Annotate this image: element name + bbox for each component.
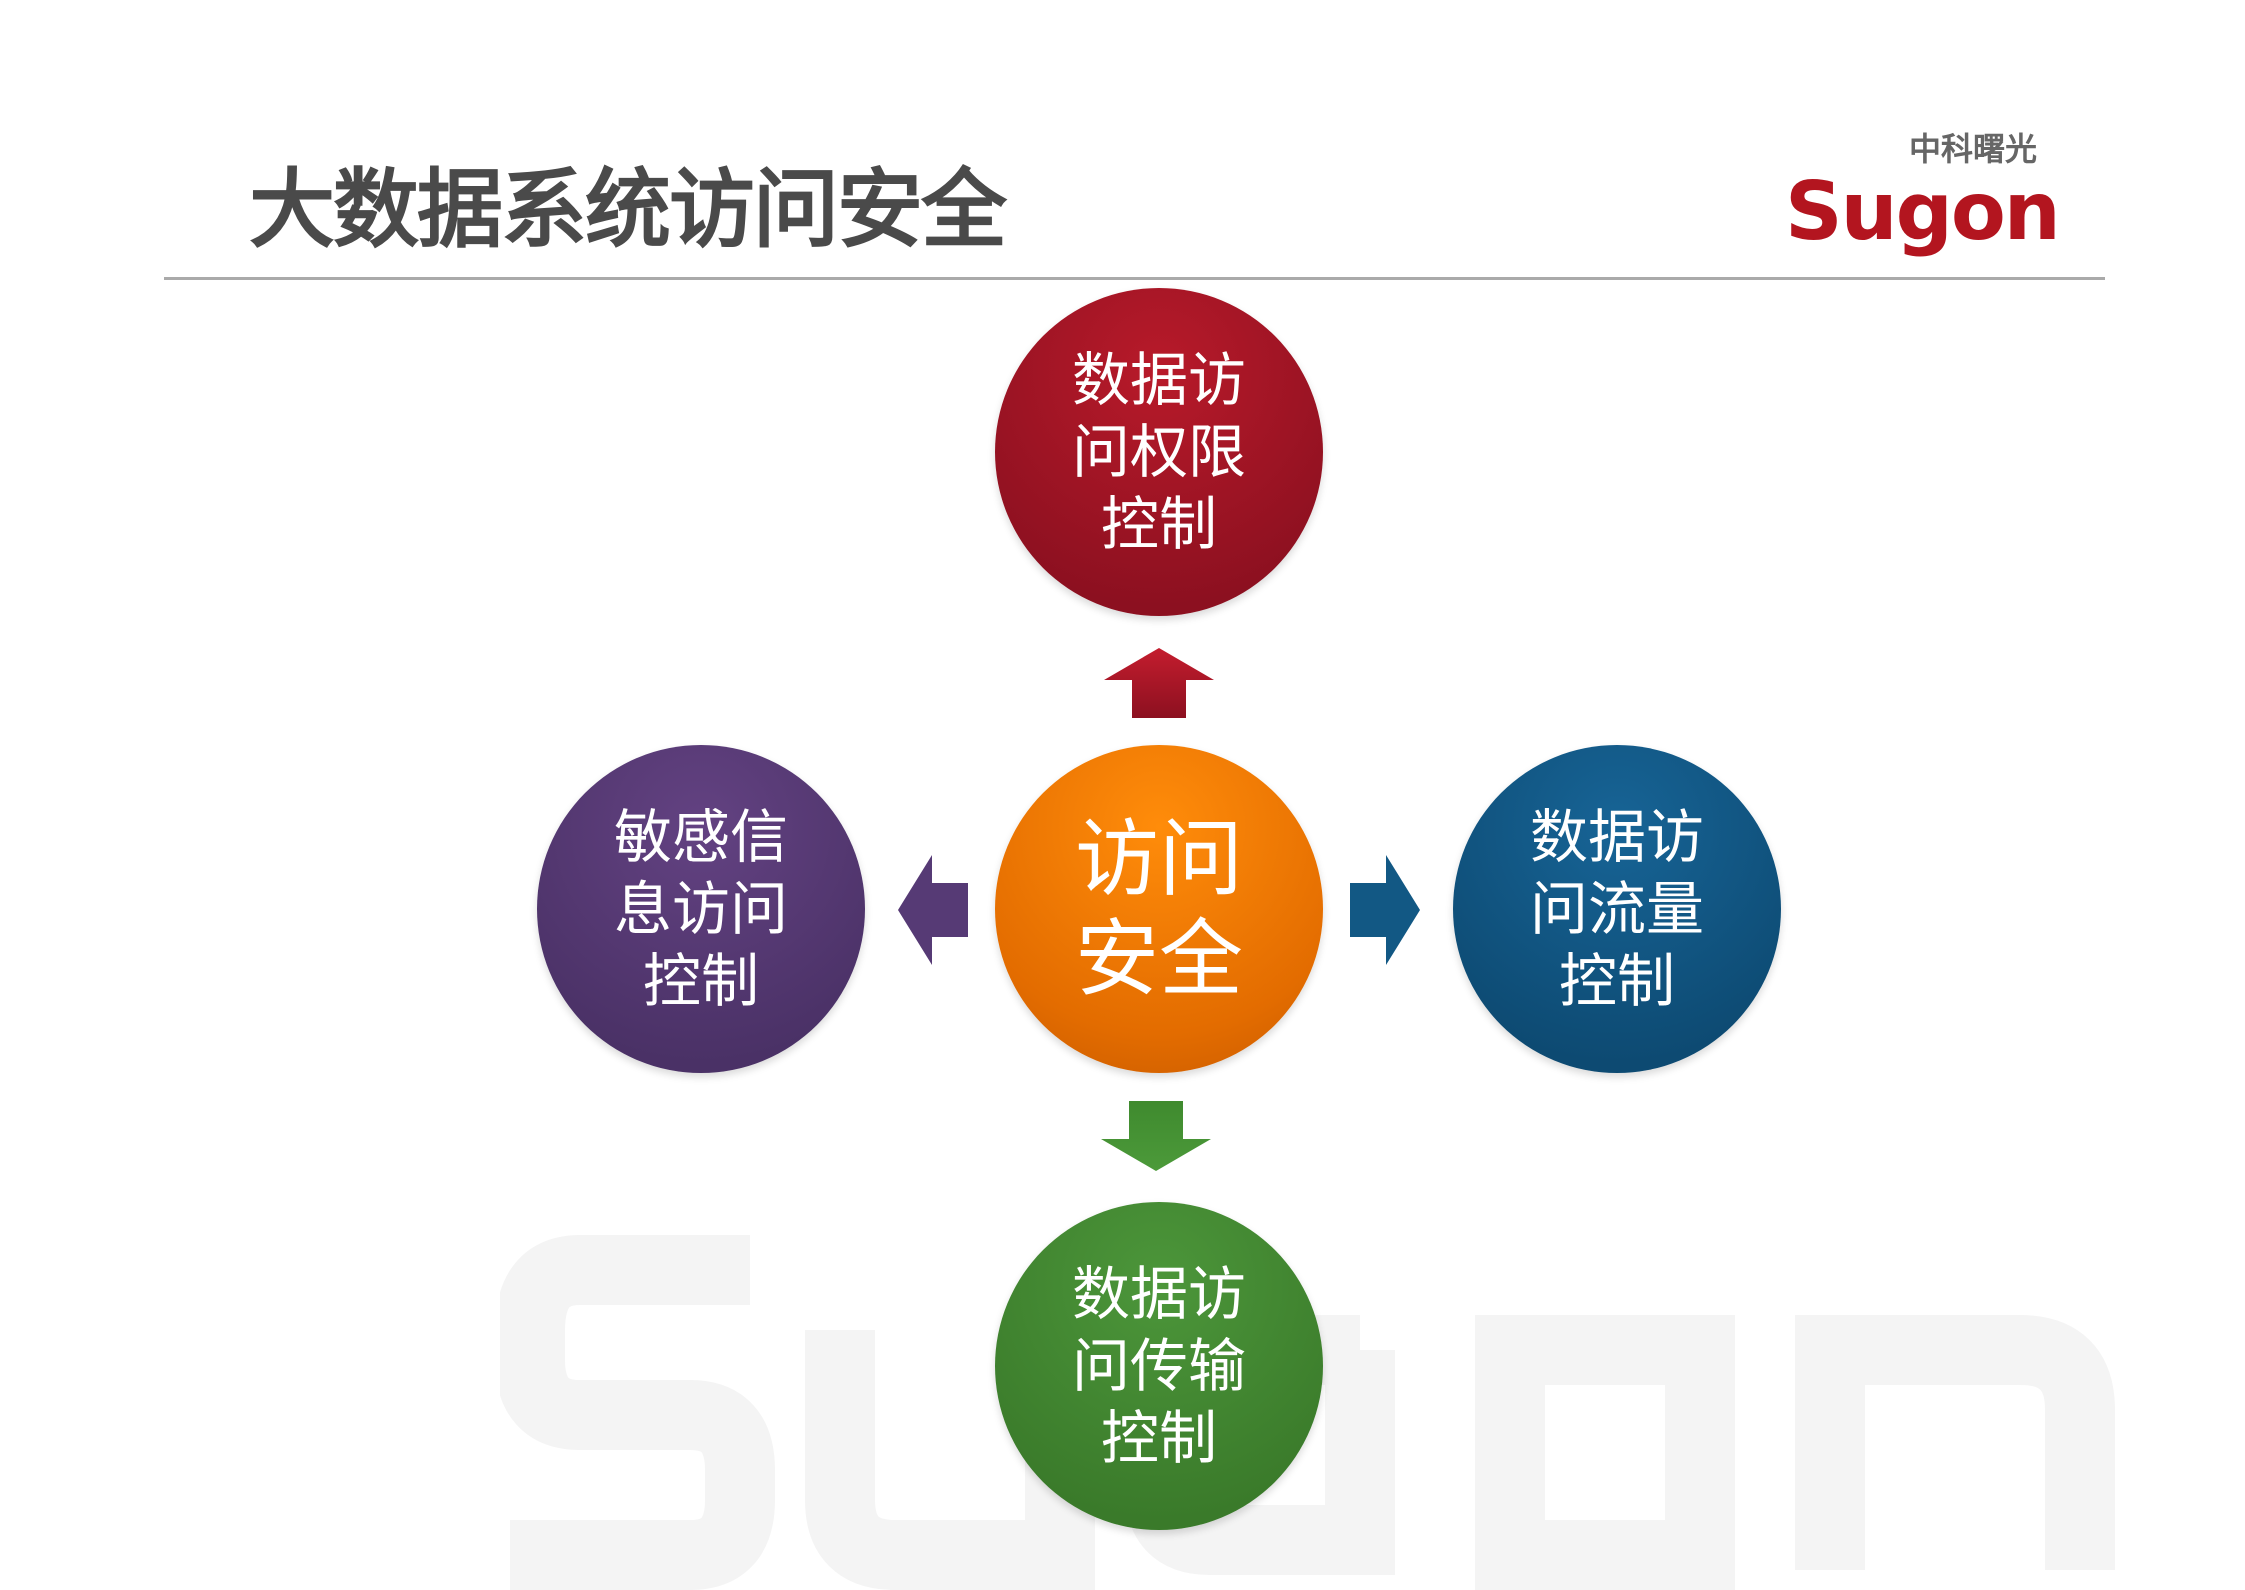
node-access-permission: 数据访问权限控制 xyxy=(995,288,1323,616)
arrow-right-icon xyxy=(1350,855,1420,965)
arrow-up-icon xyxy=(1104,648,1214,718)
node-label: 访问安全 xyxy=(1074,810,1243,1008)
page-title: 大数据系统访问安全 xyxy=(249,160,1007,260)
node-label: 数据访问传输控制 xyxy=(1071,1260,1246,1472)
arrow-left-icon xyxy=(898,855,968,965)
node-access-security: 访问安全 xyxy=(995,745,1323,1073)
logo-en: Sugon xyxy=(1785,165,2061,258)
node-traffic-control: 数据访问流量控制 xyxy=(1453,745,1781,1073)
node-label: 数据访问流量控制 xyxy=(1529,803,1704,1015)
node-label: 敏感信息访问控制 xyxy=(613,803,788,1015)
watermark-letter-n xyxy=(1795,1315,2115,1570)
node-label: 数据访问权限控制 xyxy=(1071,346,1246,558)
watermark-letter-s xyxy=(500,1235,775,1590)
arrow-down-icon xyxy=(1101,1101,1211,1171)
title-divider xyxy=(164,277,2105,280)
watermark-letter-o xyxy=(1475,1315,1735,1590)
node-transfer-control: 数据访问传输控制 xyxy=(995,1202,1323,1530)
watermark-letter-u xyxy=(805,1330,1095,1590)
node-sensitive-info: 敏感信息访问控制 xyxy=(537,745,865,1073)
sugon-logo: 中科曙光 Sugon xyxy=(1785,130,2061,260)
logo-cn: 中科曙光 xyxy=(1908,130,2037,168)
